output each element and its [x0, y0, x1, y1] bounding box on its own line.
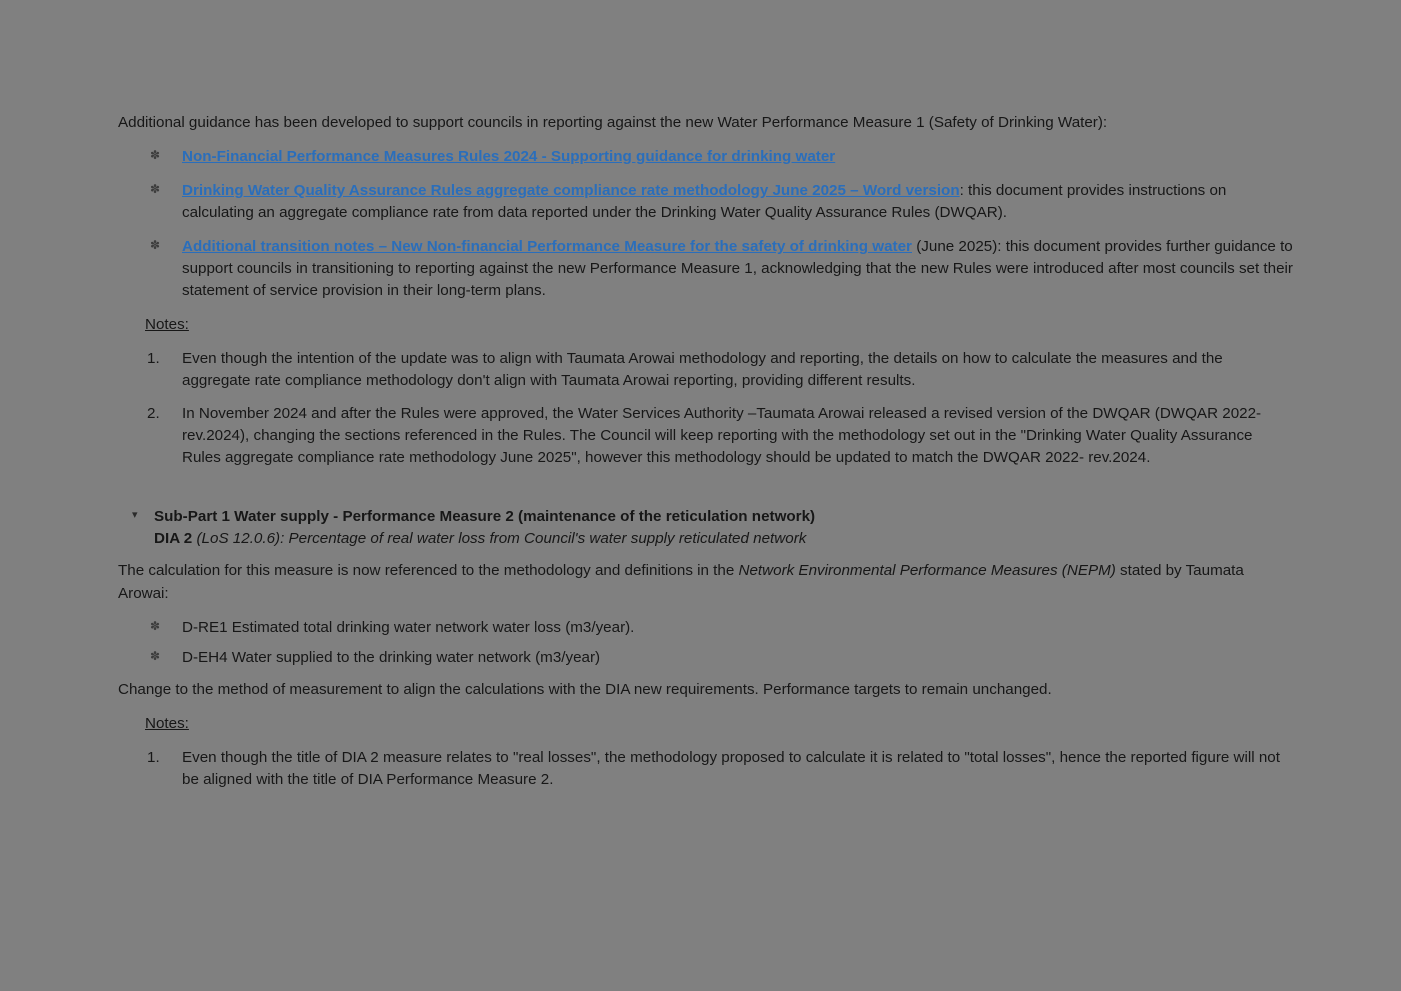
notes-label-1: Notes: — [145, 316, 189, 334]
list-item: D-EH4 Water supplied to the drinking wat… — [150, 647, 1293, 669]
list-item: Sub-Part 1 Water supply - Performance Me… — [132, 506, 1293, 550]
section-spacer — [118, 480, 1293, 506]
list-item: In November 2024 and after the Rules wer… — [147, 403, 1262, 467]
measure-2-heading: Sub-Part 1 Water supply - Performance Me… — [154, 508, 816, 526]
list-item: Drinking Water Quality Assurance Rules a… — [150, 180, 1293, 224]
list-item: Even though the title of DIA 2 measure r… — [147, 747, 1280, 788]
guidance-links-list: Non-Financial Performance Measures Rules… — [118, 146, 1293, 302]
calculation-lead: The calculation for this measure is now … — [118, 562, 739, 580]
notes-list-1: Even though the intention of the update … — [118, 348, 1293, 469]
intro-paragraph: Additional guidance has been developed t… — [118, 114, 1108, 131]
measure-2-dia-line: DIA 2 (LoS 12.0.6): Percentage of real w… — [154, 528, 1293, 550]
measure-2-dia-label: DIA 2 — [154, 530, 193, 548]
list-item: Even though the intention of the update … — [147, 348, 1223, 390]
guidance-link-3-trailing: (June 2025): this document provides furt… — [182, 238, 1293, 300]
list-item: Additional transition notes – New Non-fi… — [150, 236, 1293, 302]
calculation-tail: stated by Taumata Arowai: — [118, 562, 1244, 602]
list-item: D-RE1 Estimated total drinking water net… — [150, 617, 1293, 639]
calculation-paragraph: The calculation for this measure is now … — [118, 560, 1293, 604]
guidance-link-1[interactable]: Non-Financial Performance Measures Rules… — [182, 148, 836, 166]
guidance-link-3[interactable]: Additional transition notes – New Non-fi… — [182, 238, 912, 256]
list-item: Non-Financial Performance Measures Rules… — [150, 146, 1293, 168]
guidance-link-2-trailing: : this document provides instructions on… — [182, 182, 1227, 222]
notes-list-2: Even though the title of DIA 2 measure r… — [118, 747, 1293, 791]
document-body: Additional guidance has been developed t… — [118, 112, 1293, 791]
notes-label-2: Notes: — [145, 714, 189, 732]
change-paragraph: Change to the method of measurement to a… — [118, 680, 1052, 698]
measure-2-dia-description: (LoS 12.0.6): Percentage of real water l… — [196, 530, 807, 548]
definitions-list: D-RE1 Estimated total drinking water net… — [118, 617, 1293, 669]
guidance-link-2[interactable]: Drinking Water Quality Assurance Rules a… — [182, 182, 960, 200]
measure-2-section: Sub-Part 1 Water supply - Performance Me… — [118, 506, 1293, 550]
nepm-title: Network Environmental Performance Measur… — [738, 562, 1116, 580]
